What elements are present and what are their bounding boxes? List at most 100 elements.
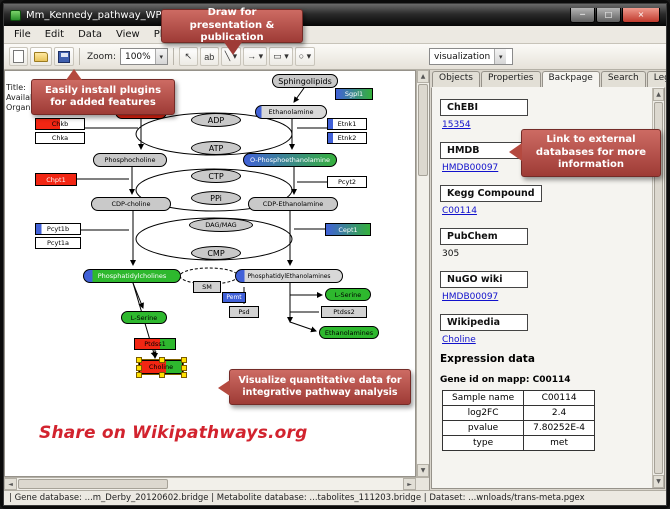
- zoom-label: Zoom:: [87, 51, 116, 62]
- section-value[interactable]: Choline: [442, 335, 476, 345]
- selection-handle[interactable]: [136, 372, 142, 378]
- callout-visualize-data: Visualize quantitative data for integrat…: [218, 369, 411, 405]
- table-cell: Sample name: [441, 390, 525, 406]
- menu-item-data[interactable]: Data: [78, 29, 102, 40]
- arrow-tool-icon[interactable]: → ▾: [243, 47, 268, 66]
- selection-handle[interactable]: [181, 365, 187, 371]
- sidebar-scrollbar[interactable]: [652, 88, 664, 488]
- selection-handle[interactable]: [181, 372, 187, 378]
- node-l-serine[interactable]: L-Serine: [121, 311, 167, 324]
- selection-handle[interactable]: [159, 372, 165, 378]
- oval-tool-icon[interactable]: ○ ▾: [294, 47, 316, 66]
- section-value[interactable]: HMDB00097: [442, 163, 499, 173]
- node-cmp[interactable]: CMP: [191, 246, 241, 260]
- node-sgpl1[interactable]: Sgpl1: [335, 88, 373, 100]
- scroll-right-icon[interactable]: [403, 478, 416, 490]
- open-file-icon[interactable]: [30, 47, 52, 66]
- node-pcyt1b[interactable]: Pcyt1b: [35, 223, 81, 235]
- save-icon[interactable]: [54, 47, 74, 66]
- node-chpt1[interactable]: Chpt1: [35, 173, 77, 186]
- table-cell: C00114: [523, 390, 596, 406]
- toolbar-separator: [79, 48, 80, 65]
- scrollbar-corner: [416, 478, 429, 491]
- maximize-button[interactable]: □: [596, 7, 621, 23]
- sidebar-scroll-thumb[interactable]: [654, 102, 663, 474]
- scroll-track[interactable]: [169, 478, 403, 490]
- sidebar-tabs: ObjectsPropertiesBackpageSearchLegend: [430, 70, 666, 87]
- section-header: Wikipedia: [440, 314, 528, 331]
- menu-item-view[interactable]: View: [116, 29, 140, 40]
- menu-item-edit[interactable]: Edit: [44, 29, 65, 40]
- selection-handle[interactable]: [136, 365, 142, 371]
- rect-tool-icon[interactable]: ▭ ▾: [269, 47, 293, 66]
- tab-legend[interactable]: Legend: [646, 71, 666, 87]
- selection-handle[interactable]: [136, 357, 142, 363]
- scroll-left-icon[interactable]: [4, 478, 17, 490]
- node-cdp-ethanolamine[interactable]: CDP-Ethanolamine: [248, 197, 338, 211]
- node-ppi[interactable]: PPi: [191, 191, 241, 205]
- menu-item-file[interactable]: File: [14, 29, 31, 40]
- node-o-phosphoethanolamine[interactable]: O-Phosphoethanolamine: [243, 153, 337, 167]
- scroll-down-icon[interactable]: [417, 464, 429, 477]
- tab-search[interactable]: Search: [600, 71, 646, 87]
- chevron-down-icon[interactable]: ▾: [494, 49, 507, 64]
- tab-backpage[interactable]: Backpage: [541, 71, 600, 87]
- node-ethanolamine[interactable]: Ethanolamine: [255, 105, 327, 119]
- tab-properties[interactable]: Properties: [481, 71, 541, 87]
- node-cdp-choline[interactable]: CDP-choline: [91, 197, 171, 211]
- tab-objects[interactable]: Objects: [432, 71, 481, 87]
- node-pemt[interactable]: Pemt: [222, 292, 246, 303]
- section-value[interactable]: C00114: [442, 206, 477, 216]
- node-chkb[interactable]: Chkb: [35, 118, 85, 130]
- node-pcyt1a[interactable]: Pcyt1a: [35, 237, 81, 249]
- canvas-horizontal-scrollbar[interactable]: [4, 477, 429, 491]
- close-button[interactable]: ×: [622, 7, 660, 23]
- selection-handle[interactable]: [159, 357, 165, 363]
- chevron-down-icon[interactable]: ▾: [154, 49, 167, 64]
- node-chka[interactable]: Chka: [35, 132, 85, 144]
- node-ptdss2[interactable]: Ptdss2: [321, 306, 367, 318]
- node-psd[interactable]: Psd: [229, 306, 259, 318]
- node-etnk1[interactable]: Etnk1: [327, 118, 367, 130]
- node-etnk2[interactable]: Etnk2: [327, 132, 367, 144]
- titlebar[interactable]: Mm_Kennedy_pathway_WP1771_45176.gpml ─ □…: [4, 4, 666, 26]
- node-sm[interactable]: SM: [193, 281, 221, 293]
- new-file-icon[interactable]: [9, 47, 28, 66]
- scroll-up-icon[interactable]: [653, 88, 664, 101]
- node-ethanolamines[interactable]: Ethanolamines: [319, 326, 379, 339]
- label-tool-button[interactable]: ab: [199, 47, 219, 66]
- selection-handle[interactable]: [181, 357, 187, 363]
- node-phosphatidylcholines[interactable]: Phosphatidylcholines: [83, 269, 181, 283]
- node-choline[interactable]: Choline: [136, 357, 187, 378]
- scroll-up-icon[interactable]: [417, 70, 429, 83]
- pointer-tool-icon[interactable]: ↖: [178, 47, 198, 66]
- scroll-down-icon[interactable]: [653, 475, 664, 488]
- node-ptdss1[interactable]: Ptdss1: [134, 338, 176, 350]
- statusbar: | Gene database: ...m_Derby_20120602.bri…: [4, 490, 666, 505]
- minimize-button[interactable]: ─: [570, 7, 595, 23]
- section-value[interactable]: 15354: [442, 120, 471, 130]
- node-phosphatidylethanolamines[interactable]: PhosphatidylEthanolamines: [235, 269, 343, 283]
- horizontal-scroll-thumb[interactable]: [18, 479, 168, 489]
- node-phosphocholine[interactable]: Phosphocholine: [93, 153, 167, 167]
- pathway-canvas[interactable]: Title:AvailabOrganis SphingolipidsSgpl1C…: [4, 70, 416, 477]
- zoom-combo[interactable]: 100%▾: [119, 48, 168, 65]
- canvas-vertical-scrollbar[interactable]: [416, 70, 429, 477]
- node-sphingolipids[interactable]: Sphingolipids: [272, 74, 338, 88]
- node-atp[interactable]: ATP: [191, 141, 241, 155]
- node-adp[interactable]: ADP: [191, 113, 241, 127]
- node-cept1[interactable]: Cept1: [325, 223, 371, 236]
- section-value[interactable]: HMDB00097: [442, 292, 499, 302]
- canvas-row: Title:AvailabOrganis SphingolipidsSgpl1C…: [4, 70, 429, 477]
- node-l-serine[interactable]: L-Serine: [325, 288, 371, 301]
- visualization-combo[interactable]: visualization▾: [429, 48, 513, 65]
- node-pcyt2[interactable]: Pcyt2: [327, 176, 367, 188]
- node-dag-mag[interactable]: DAG/MAG: [189, 218, 253, 232]
- scroll-track[interactable]: [417, 177, 429, 464]
- node-ctp[interactable]: CTP: [191, 169, 241, 183]
- vertical-scroll-thumb[interactable]: [418, 84, 428, 176]
